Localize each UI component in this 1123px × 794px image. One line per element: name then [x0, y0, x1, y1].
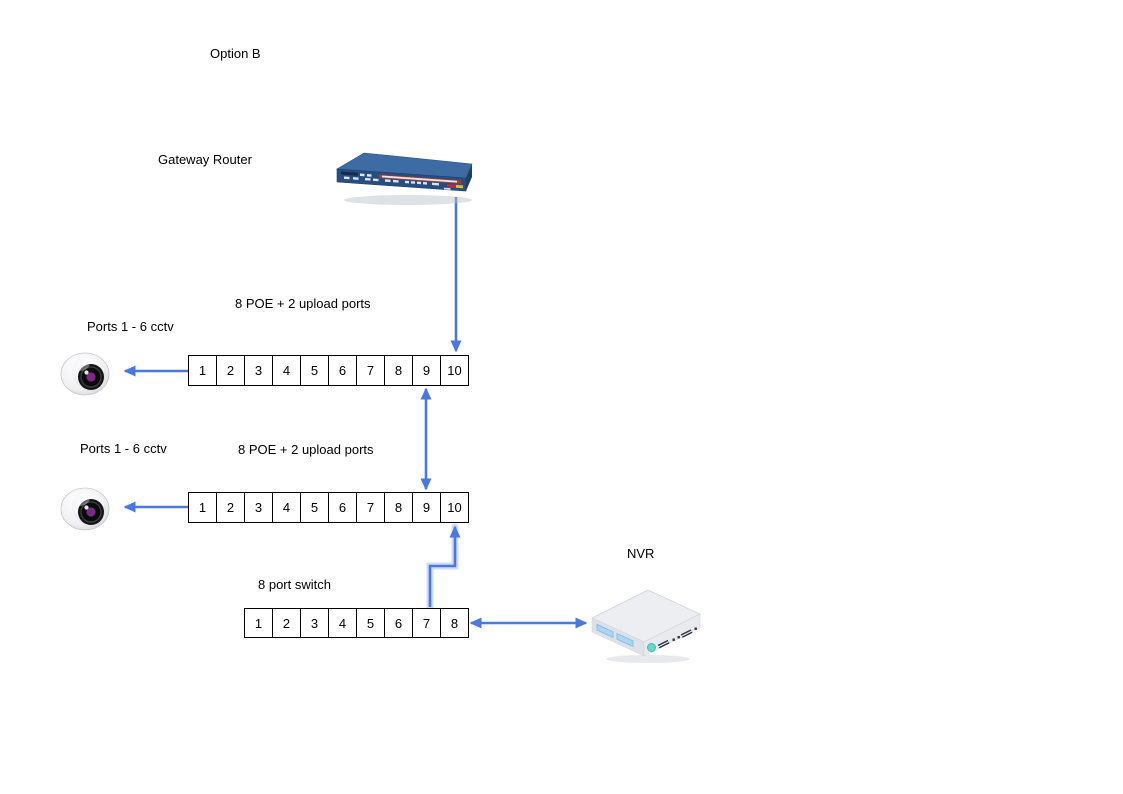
- port-cell: 3: [244, 356, 272, 385]
- port-cell: 2: [216, 356, 244, 385]
- port-cell: 1: [254, 615, 263, 631]
- port-cell: 7: [356, 356, 384, 385]
- port-cell: 8: [384, 493, 412, 522]
- nvr-image: [591, 589, 701, 663]
- port-cell: 9: [412, 356, 440, 385]
- poe-switch-2-caption: 8 POE + 2 upload ports: [238, 442, 374, 457]
- nvr-power-button: [647, 643, 656, 652]
- connector-switch3-to-switch2: [428, 525, 461, 607]
- port-cell: 2: [216, 493, 244, 522]
- port-cell: 8: [440, 609, 468, 637]
- gateway-router-image: [336, 152, 473, 205]
- port-cell: 6: [328, 356, 356, 385]
- gateway-router-label: Gateway Router: [158, 152, 252, 167]
- port-cell: 4: [328, 609, 356, 637]
- nvr-drive-bay-2: [616, 632, 634, 648]
- cctv-camera-2-icon: [60, 487, 110, 531]
- port-cell: 5: [300, 493, 328, 522]
- port-cell: 8: [384, 356, 412, 385]
- port-cell: 5: [356, 609, 384, 637]
- port-cell: 6: [328, 493, 356, 522]
- diagram-title: Option B: [210, 46, 261, 61]
- cctv-camera-1-icon: [60, 352, 110, 396]
- camera-1-caption: Ports 1 - 6 cctv: [87, 319, 174, 334]
- camera-2-caption: Ports 1 - 6 cctv: [80, 441, 167, 456]
- port-cell: 3: [300, 609, 328, 637]
- port-cell: 9: [412, 493, 440, 522]
- port-cell: 10: [440, 493, 468, 522]
- port-cell: 7: [412, 609, 440, 637]
- port-cell: 1: [198, 500, 207, 515]
- nvr-label: NVR: [627, 546, 655, 561]
- port-cell: 4: [272, 493, 300, 522]
- port-cell: 6: [384, 609, 412, 637]
- port-cell: 2: [272, 609, 300, 637]
- nvr-drive-bay-1: [596, 623, 614, 639]
- switch-8port-caption: 8 port switch: [258, 577, 331, 592]
- port-cell: 1: [198, 363, 207, 378]
- port-cell: 3: [244, 493, 272, 522]
- port-cell: 10: [440, 356, 468, 385]
- router-side-face: [466, 164, 472, 191]
- poe-switch-1-caption: 8 POE + 2 upload ports: [235, 296, 371, 311]
- port-cell: 7: [356, 493, 384, 522]
- port-cell: 4: [272, 356, 300, 385]
- port-cell: 5: [300, 356, 328, 385]
